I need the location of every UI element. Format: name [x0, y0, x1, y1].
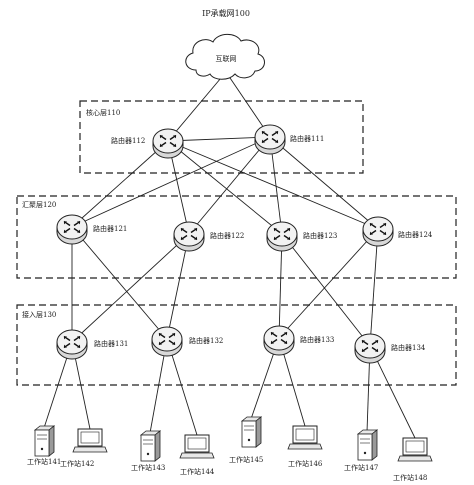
monitor-icon — [72, 428, 108, 453]
router-label: 路由器122 — [210, 231, 244, 240]
layer-core-box — [79, 100, 364, 174]
router-icon — [263, 325, 295, 356]
cloud-icon — [185, 33, 265, 80]
router-112: 路由器112 — [111, 128, 184, 159]
server-tower-icon — [33, 425, 56, 457]
layer-core-label: 核心层110 — [86, 108, 120, 117]
router-label: 路由器121 — [93, 224, 127, 233]
layer-access-label: 接入层130 — [22, 310, 56, 319]
router-134: 路由器134 — [354, 333, 426, 364]
router-icon — [56, 214, 88, 245]
router-label: 路由器124 — [398, 230, 433, 239]
internet-cloud: 互联网 — [185, 33, 265, 80]
network-link — [269, 136, 379, 230]
router-label: 路由器134 — [391, 343, 426, 352]
router-label: 路由器123 — [303, 231, 337, 240]
network-link — [278, 228, 379, 339]
network-link — [167, 140, 379, 230]
workstation-143: 工作站143 — [131, 430, 165, 472]
router-icon — [354, 333, 386, 364]
workstation-145: 工作站145 — [229, 416, 263, 464]
router-132: 路由器132 — [151, 326, 223, 357]
router-icon — [173, 221, 205, 252]
workstation-148: 工作站148 — [393, 437, 433, 482]
layer-access-box — [16, 304, 457, 386]
router-111: 路由器111 — [254, 124, 324, 155]
network-link — [167, 71, 227, 142]
router-label: 路由器111 — [290, 134, 324, 143]
layer-agg-box — [16, 195, 457, 279]
server-tower-icon — [240, 416, 263, 448]
network-link — [188, 136, 271, 235]
router-123: 路由器123 — [266, 221, 337, 252]
layer-core: 核心层110 — [79, 100, 364, 174]
router-icon — [152, 128, 184, 159]
network-link — [71, 140, 169, 228]
router-131: 路由器131 — [56, 329, 128, 360]
router-label: 路由器132 — [189, 336, 223, 345]
router-label: 路由器131 — [94, 339, 128, 348]
server-tower-icon — [139, 430, 162, 462]
workstation-label: 工作站145 — [229, 455, 263, 464]
workstation-label: 工作站146 — [288, 459, 323, 468]
router-122: 路由器122 — [173, 221, 244, 252]
internet-label: 互联网 — [216, 54, 237, 63]
network-link — [281, 233, 371, 347]
link-group — [43, 71, 416, 439]
router-icon — [151, 326, 183, 357]
router-icon — [362, 216, 394, 247]
router-icon — [266, 221, 298, 252]
router-label: 路由器133 — [300, 335, 334, 344]
layer-agg-label: 汇聚层120 — [22, 201, 56, 209]
monitor-icon — [397, 437, 433, 462]
monitor-icon — [287, 425, 323, 450]
workstation-label: 工作站147 — [344, 463, 378, 472]
layer-access: 接入层130 — [16, 304, 457, 386]
workstation-label: 工作站141 — [27, 457, 61, 466]
router-label: 路由器112 — [111, 136, 145, 145]
workstation-147: 工作站147 — [344, 429, 379, 472]
workstation-label: 工作站142 — [60, 459, 94, 468]
workstation-label: 工作站144 — [180, 467, 215, 476]
network-link — [71, 233, 190, 343]
server-tower-icon — [356, 429, 379, 461]
router-133: 路由器133 — [263, 325, 334, 356]
router-group: 路由器112 路由器111 路由器121 路由器122 路由器123 路由器12… — [56, 124, 433, 364]
workstation-141: 工作站141 — [27, 425, 61, 466]
workstation-146: 工作站146 — [287, 425, 323, 468]
router-124: 路由器124 — [362, 216, 433, 247]
workstation-label: 工作站143 — [131, 463, 165, 472]
workstation-142: 工作站142 — [60, 428, 108, 468]
workstation-144: 工作站144 — [179, 434, 215, 476]
workstation-group: 工作站141 工作站142 工作站143 工作站144 工作站145 工作站14… — [27, 416, 433, 482]
monitor-icon — [179, 434, 215, 459]
router-icon — [254, 124, 286, 155]
layer-agg: 汇聚层120 — [16, 195, 457, 279]
network-link — [369, 228, 379, 347]
network-link — [71, 136, 271, 228]
router-121: 路由器121 — [56, 214, 127, 245]
workstation-label: 工作站148 — [393, 473, 427, 482]
network-link — [166, 233, 190, 340]
diagram-title: IP承载网100 — [202, 8, 250, 18]
network-link — [71, 226, 168, 340]
network-link — [167, 136, 271, 142]
router-icon — [56, 329, 88, 360]
network-link — [167, 140, 283, 235]
